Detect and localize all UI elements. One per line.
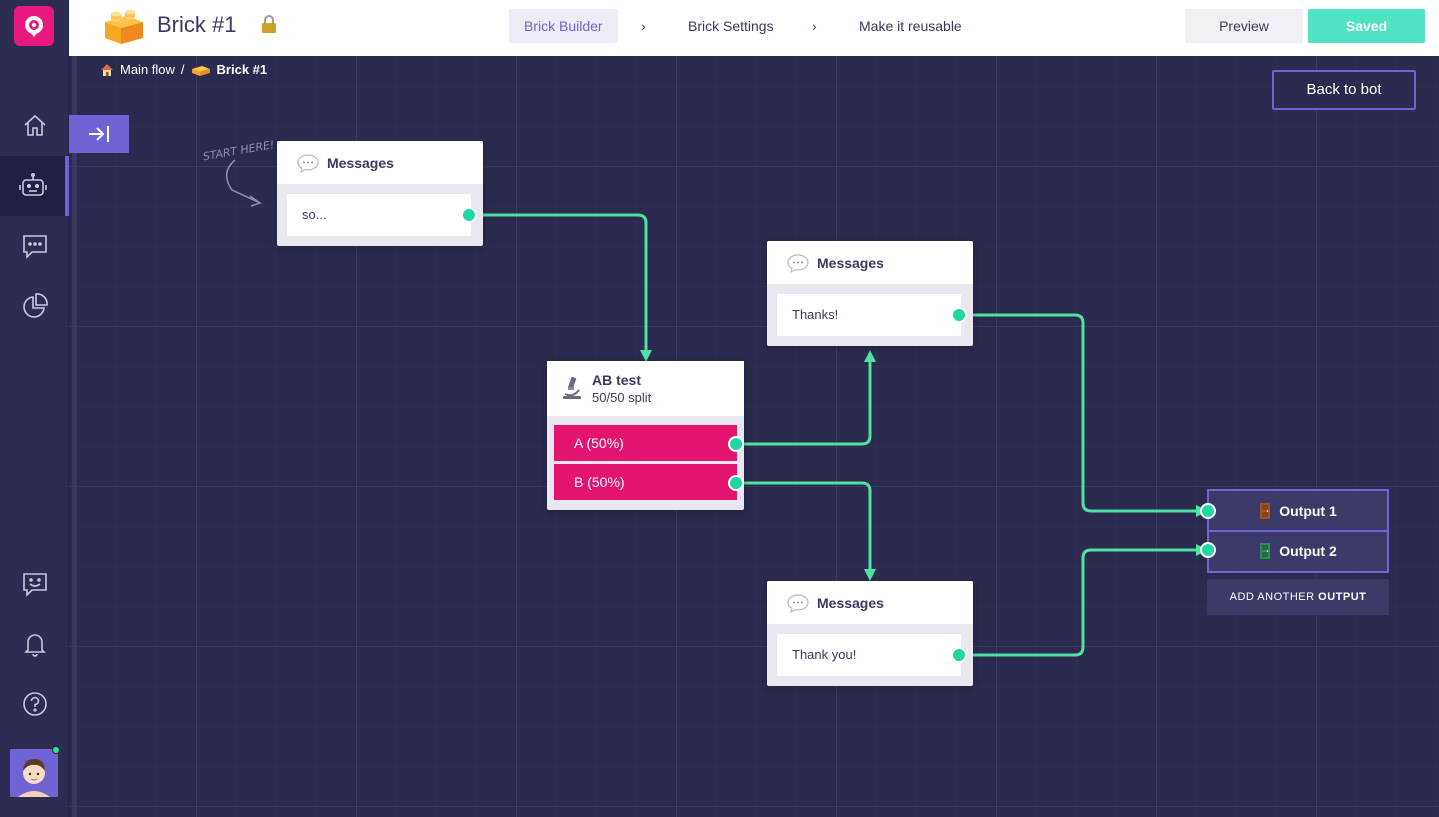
node-header: Messages xyxy=(767,581,973,624)
tab-brick-builder[interactable]: Brick Builder xyxy=(509,9,618,43)
message-bubble[interactable]: Thank you! xyxy=(777,634,961,676)
breadcrumb-current: Brick #1 xyxy=(216,62,268,77)
online-status-dot xyxy=(52,746,60,754)
back-to-bot-button[interactable]: Back to bot xyxy=(1272,70,1416,110)
output-port[interactable] xyxy=(951,307,967,323)
node-subtitle: 50/50 split xyxy=(592,390,652,405)
arrow-right-bar-icon xyxy=(89,126,109,142)
message-bubble[interactable]: Thanks! xyxy=(777,294,961,336)
sidebar xyxy=(0,0,69,817)
output-divider xyxy=(1209,530,1387,532)
sidebar-item-help[interactable] xyxy=(0,674,69,734)
input-port-output-2[interactable] xyxy=(1200,542,1216,558)
node-header: AB test 50/50 split xyxy=(547,361,744,416)
start-here-label: START HERE! xyxy=(202,138,275,163)
brick-title[interactable]: Brick #1 xyxy=(157,12,237,37)
breadcrumb-separator: / xyxy=(180,62,185,77)
help-icon xyxy=(22,692,47,716)
output-label: Output 2 xyxy=(1279,543,1337,559)
sidebar-item-bots[interactable] xyxy=(0,156,69,216)
canvas-edge xyxy=(72,56,77,817)
chevron-right-icon: › xyxy=(641,18,646,34)
speech-bubble-icon xyxy=(297,153,319,173)
output-1[interactable]: Output 1 xyxy=(1209,491,1387,531)
node-header: Messages xyxy=(767,241,973,284)
sidebar-item-feedback[interactable] xyxy=(0,554,69,614)
output-port-a[interactable] xyxy=(728,436,744,452)
breadcrumb-main-flow[interactable]: Main flow xyxy=(120,62,175,77)
add-output-button[interactable]: ADD ANOTHER OUTPUT xyxy=(1207,579,1389,615)
add-output-bold: OUTPUT xyxy=(1318,591,1367,603)
logo-icon xyxy=(25,16,43,37)
preview-button[interactable]: Preview xyxy=(1185,9,1303,43)
outputs-panel: Output 1 Output 2 xyxy=(1207,489,1389,573)
tab-brick-settings[interactable]: Brick Settings xyxy=(688,18,774,34)
bot-icon xyxy=(18,173,47,196)
tab-make-reusable[interactable]: Make it reusable xyxy=(859,18,962,34)
output-port-b[interactable] xyxy=(728,475,744,491)
node-title: Messages xyxy=(817,254,884,271)
bell-icon xyxy=(23,634,46,657)
sidebar-item-home[interactable] xyxy=(0,96,69,156)
ab-option-b[interactable]: B (50%) xyxy=(554,464,737,500)
chat-icon xyxy=(22,235,47,259)
sidebar-item-notifications[interactable] xyxy=(0,614,69,674)
sidebar-item-conversations[interactable] xyxy=(0,216,69,276)
output-2[interactable]: Output 2 xyxy=(1209,531,1387,571)
ab-option-a[interactable]: A (50%) xyxy=(554,425,737,461)
messages-node-1[interactable]: Messages so... xyxy=(277,141,483,246)
door-icon xyxy=(1260,503,1271,519)
output-port[interactable] xyxy=(951,647,967,663)
avatar-icon xyxy=(10,749,58,797)
speech-bubble-icon xyxy=(787,253,809,273)
analytics-icon xyxy=(22,293,48,318)
start-here-hint: START HERE! xyxy=(202,138,275,207)
sidebar-item-analytics[interactable] xyxy=(0,276,69,336)
node-title: Messages xyxy=(327,154,394,171)
microscope-icon xyxy=(563,376,581,399)
input-port-output-1[interactable] xyxy=(1200,503,1216,519)
node-header: Messages xyxy=(277,141,483,184)
top-bar: Brick #1 Brick Builder › Brick Settings … xyxy=(69,0,1439,56)
app-logo[interactable] xyxy=(14,6,54,46)
feedback-icon xyxy=(22,573,47,597)
messages-node-3[interactable]: Messages Thank you! xyxy=(767,581,973,686)
speech-bubble-icon xyxy=(787,593,809,613)
chevron-right-icon: › xyxy=(812,18,817,34)
message-bubble[interactable]: so... xyxy=(287,194,471,236)
output-port[interactable] xyxy=(461,207,477,223)
house-icon xyxy=(101,63,113,76)
add-output-prefix: ADD ANOTHER xyxy=(1229,591,1319,603)
ab-test-node[interactable]: AB test 50/50 split A (50%) B (50%) xyxy=(547,361,744,510)
node-title: AB test xyxy=(592,372,642,388)
user-avatar[interactable] xyxy=(10,749,58,797)
collapse-panel-button[interactable] xyxy=(69,115,129,153)
output-label: Output 1 xyxy=(1279,503,1337,519)
breadcrumb: Main flow / Brick #1 xyxy=(100,62,267,77)
messages-node-2[interactable]: Messages Thanks! xyxy=(767,241,973,346)
brick-small-icon xyxy=(191,65,210,76)
door-icon xyxy=(1260,543,1271,559)
saved-button[interactable]: Saved xyxy=(1308,9,1425,43)
node-title: Messages xyxy=(817,594,884,611)
home-icon xyxy=(23,114,46,136)
lock-icon[interactable] xyxy=(261,14,277,34)
brick-icon xyxy=(105,9,143,44)
